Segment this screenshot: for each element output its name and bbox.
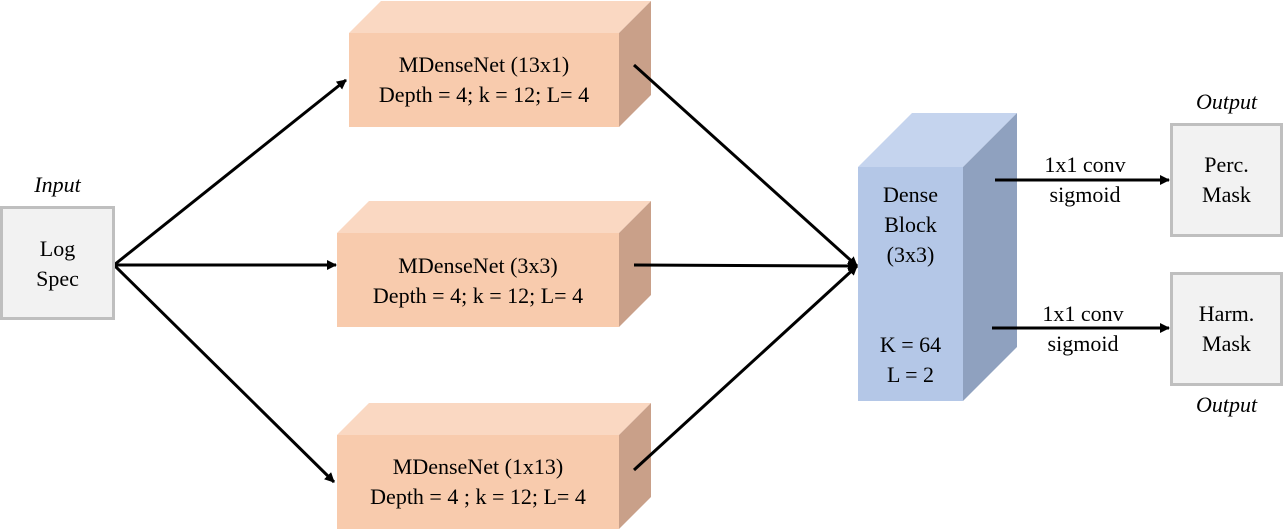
arrow-mdensenet-3x3-to-dense-block bbox=[633, 260, 858, 271]
mdensenet-1x13-title: MDenseNet (1x13) bbox=[392, 454, 564, 479]
harm-mask-label-line2: Mask bbox=[1202, 331, 1251, 356]
dense-block-k-param: K = 64 bbox=[879, 332, 942, 357]
mdensenet-1x13-top-face bbox=[337, 403, 651, 435]
input-label-line1: Log bbox=[39, 236, 76, 261]
input-caption: Input bbox=[34, 172, 81, 197]
perc-mask-label-line1: Perc. bbox=[1204, 152, 1249, 177]
input-label-line2: Spec bbox=[36, 266, 79, 291]
harm-head-op-line1: 1x1 conv bbox=[1042, 301, 1124, 326]
mdensenet-1x13-block bbox=[337, 403, 651, 529]
perc-mask-box bbox=[1170, 123, 1283, 237]
mdensenet-3x3-front-face bbox=[337, 233, 619, 327]
mdensenet-1x13-side-face bbox=[619, 403, 651, 529]
mdensenet-3x3-block bbox=[337, 201, 651, 327]
arrow-input-to-mdensenet-1x13 bbox=[112, 263, 336, 484]
perc-output-caption: Output bbox=[1195, 89, 1258, 114]
arrow-mdensenet-1x13-to-dense-block bbox=[632, 264, 859, 472]
input-box bbox=[0, 206, 115, 320]
dense-block-label-line3: (3x3) bbox=[886, 242, 935, 267]
mdensenet-13x1-front-face bbox=[349, 33, 619, 127]
perc-mask-label-line2: Mask bbox=[1202, 182, 1251, 207]
mdensenet-13x1-params: Depth = 4; k = 12; L= 4 bbox=[378, 82, 590, 107]
dense-block-l-param: L = 2 bbox=[886, 362, 935, 387]
mdensenet-13x1-top-face bbox=[349, 1, 651, 33]
perc-head-op-line2: sigmoid bbox=[1049, 182, 1121, 207]
dense-block-front-face bbox=[858, 167, 963, 401]
harm-mask-box bbox=[1170, 272, 1283, 386]
dense-block-label-line2: Block bbox=[884, 212, 937, 237]
harm-mask-label-line1: Harm. bbox=[1198, 301, 1255, 326]
harm-head-op-line2: sigmoid bbox=[1047, 331, 1119, 356]
mdensenet-13x1-block bbox=[349, 1, 651, 127]
mdensenet-13x1-title: MDenseNet (13x1) bbox=[398, 52, 570, 77]
mdensenet-1x13-front-face bbox=[337, 435, 619, 529]
dense-block-label-line1: Dense bbox=[883, 182, 938, 207]
dense-block-top-face bbox=[858, 113, 1017, 167]
arrow-input-to-mdensenet-13x1 bbox=[113, 78, 347, 267]
mdensenet-3x3-title: MDenseNet (3x3) bbox=[398, 253, 558, 278]
mdensenet-1x13-params: Depth = 4 ; k = 12; L= 4 bbox=[370, 484, 586, 509]
mdensenet-3x3-params: Depth = 4; k = 12; L= 4 bbox=[372, 283, 584, 308]
harm-output-caption: Output bbox=[1195, 392, 1258, 417]
arrow-mdensenet-13x1-to-dense-block bbox=[632, 63, 859, 268]
perc-head-op-line1: 1x1 conv bbox=[1044, 152, 1126, 177]
mdensenet-3x3-top-face bbox=[337, 201, 651, 233]
